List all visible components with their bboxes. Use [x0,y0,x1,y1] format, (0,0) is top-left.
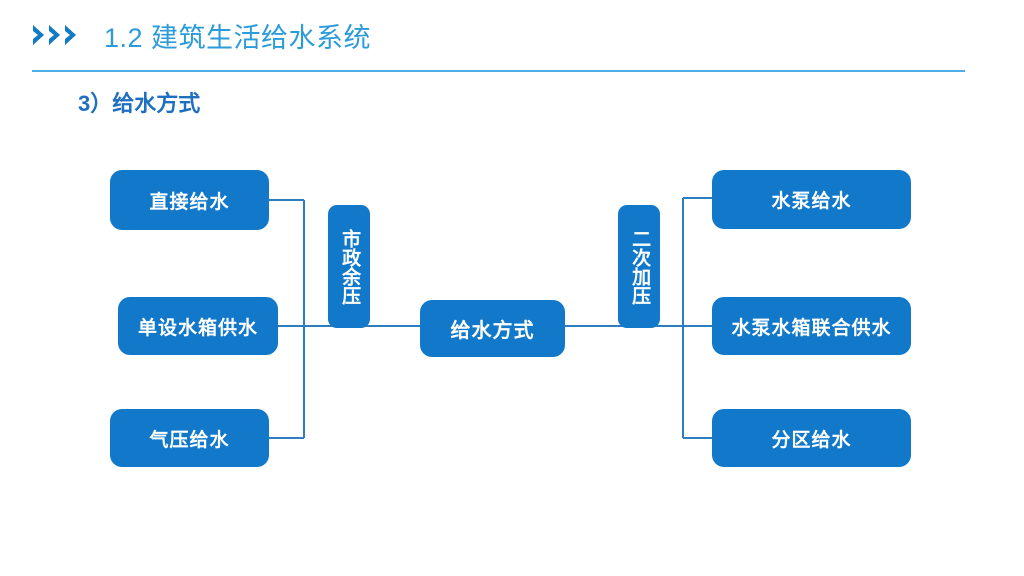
node-zoned-supply[interactable]: 分区给水 [712,409,911,467]
node-pump-tank-combined-supply[interactable]: 水泵水箱联合供水 [712,297,911,355]
triple-chevron-right-icon [32,24,78,46]
header-divider [32,70,965,72]
node-pump-supply[interactable]: 水泵给水 [712,170,911,229]
node-direct-supply[interactable]: 直接给水 [110,170,269,230]
chevron-right-icon [49,25,60,45]
node-secondary-pressurization[interactable]: 二次加压 [618,205,660,328]
node-tank-only-supply[interactable]: 单设水箱供水 [118,297,278,355]
chevron-right-icon [33,25,44,45]
section-subtitle: 3）给水方式 [78,91,201,116]
node-municipal-residual-pressure[interactable]: 市政余压 [328,205,370,328]
chevron-right-icon [65,25,76,45]
node-water-supply-method[interactable]: 给水方式 [420,300,565,357]
node-pneumatic-supply[interactable]: 气压给水 [110,409,269,467]
page-title: 1.2 建筑生活给水系统 [104,23,372,53]
